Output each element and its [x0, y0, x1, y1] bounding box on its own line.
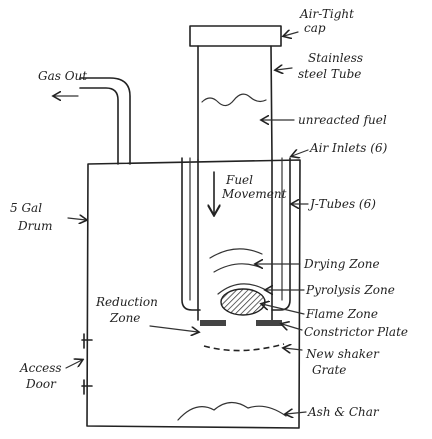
label-unreacted-fuel: unreacted fuel [298, 113, 387, 127]
label-j-tubes: J-Tubes (6) [307, 197, 376, 211]
arrow-constrictor [282, 324, 303, 330]
label-access-door-2: Door [25, 377, 57, 391]
arrow-cap [284, 32, 299, 36]
label-stainless-1: Stainless [308, 51, 363, 65]
label-stainless-2: steel Tube [298, 67, 361, 81]
label-fuel-movement-2: Movement [221, 187, 287, 201]
pyrolysis-arc [217, 283, 267, 295]
j-tube-right [271, 157, 291, 311]
arrow-air-inlets [292, 150, 309, 156]
flame-zone-oval [220, 288, 266, 316]
label-air-tight-2: cap [304, 21, 326, 35]
constrictor-plate-left [200, 320, 226, 326]
label-drying-zone: Drying Zone [303, 257, 380, 271]
label-reduction-zone-1: Reduction [95, 295, 158, 309]
label-drum-2: Drum [17, 219, 52, 233]
label-gas-out: Gas Out [38, 69, 87, 83]
gas-out-pipe [79, 77, 131, 165]
label-drum-1: 5 Gal [10, 201, 42, 215]
constrictor-plate-right [256, 320, 282, 326]
drying-zone-arcs [209, 248, 263, 273]
label-shaker-grate-1: New shaker [305, 347, 380, 361]
label-flame-zone: Flame Zone [305, 307, 378, 321]
label-pyrolysis-zone: Pyrolysis Zone [305, 283, 395, 297]
label-constrictor-plate: Constrictor Plate [304, 325, 408, 339]
label-air-tight-1: Air-Tight [299, 7, 354, 21]
shaker-grate [203, 343, 285, 352]
arrow-shaker [284, 348, 303, 350]
fuel-level-wave [201, 93, 267, 107]
stainless-tube [197, 45, 273, 161]
arrow-access [65, 360, 82, 369]
arrow-ash [286, 412, 307, 414]
label-access-door-1: Access [19, 361, 62, 375]
j-tube-left [181, 157, 201, 311]
access-door-hinge-bottom [81, 379, 93, 395]
drum-outline [86, 159, 301, 429]
label-reduction-zone-2: Zone [109, 311, 140, 325]
air-tight-cap [189, 25, 282, 47]
arrow-reduction [149, 325, 198, 332]
label-air-inlets: Air Inlets (6) [309, 141, 388, 155]
ash-char-pile [177, 401, 287, 421]
arrow-stainless [276, 68, 293, 70]
arrow-flame [262, 304, 305, 315]
arrow-drum [67, 218, 86, 220]
access-door-hinge-top [81, 333, 93, 349]
label-fuel-movement-1: Fuel [225, 173, 253, 187]
label-ash-char: Ash & Char [307, 405, 380, 419]
label-shaker-grate-2: Grate [312, 363, 346, 377]
